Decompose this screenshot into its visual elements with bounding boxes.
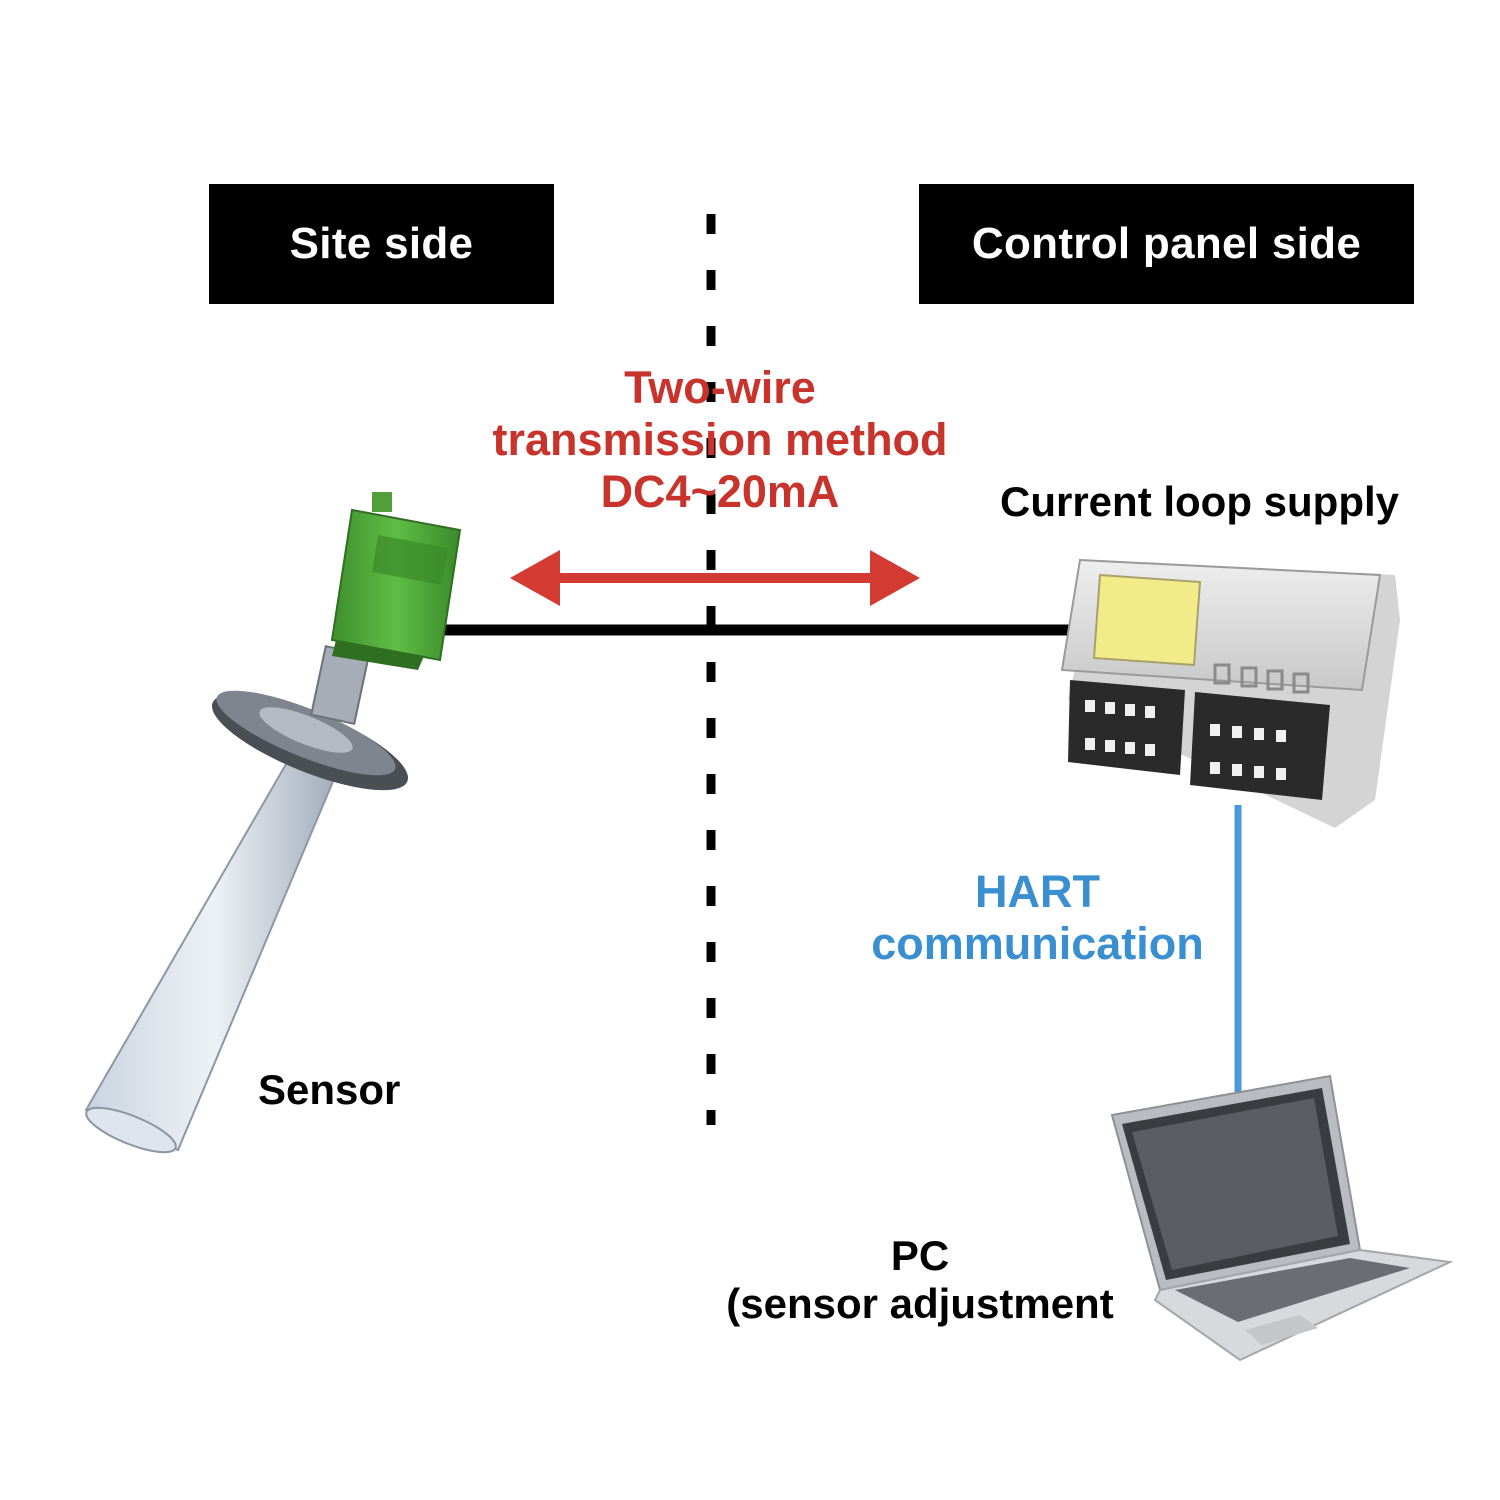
transmission-arrow — [510, 550, 920, 606]
hart-line2: communication — [871, 917, 1204, 969]
pc-label: PC (sensor adjustment — [675, 1232, 1165, 1329]
control-panel-side-header: Control panel side — [919, 184, 1414, 304]
hart-line1: HART — [975, 866, 1100, 917]
laptop-icon — [1110, 1074, 1454, 1362]
control-panel-side-label: Control panel side — [971, 219, 1362, 268]
current-loop-supply-text: Current loop supply — [1000, 478, 1399, 525]
radar-level-sensor-icon — [84, 492, 462, 1154]
transmission-line2: transmission method — [492, 413, 948, 465]
current-loop-supply-label: Current loop supply — [1000, 478, 1486, 526]
sensor-text: Sensor — [258, 1066, 401, 1113]
site-side-header: Site side — [209, 184, 554, 304]
transmission-line1: Two-wire — [624, 362, 816, 413]
hart-label: HART communication — [845, 866, 1230, 970]
sensor-label: Sensor — [258, 1066, 438, 1114]
pc-line2: (sensor adjustment — [726, 1280, 1114, 1328]
transmission-label: Two-wire transmission method DC4~20mA — [450, 362, 990, 517]
transmission-line3: DC4~20mA — [600, 465, 840, 517]
din-rail-module-icon — [1060, 558, 1400, 828]
site-side-label: Site side — [289, 219, 474, 268]
pc-line1: PC — [890, 1232, 950, 1279]
